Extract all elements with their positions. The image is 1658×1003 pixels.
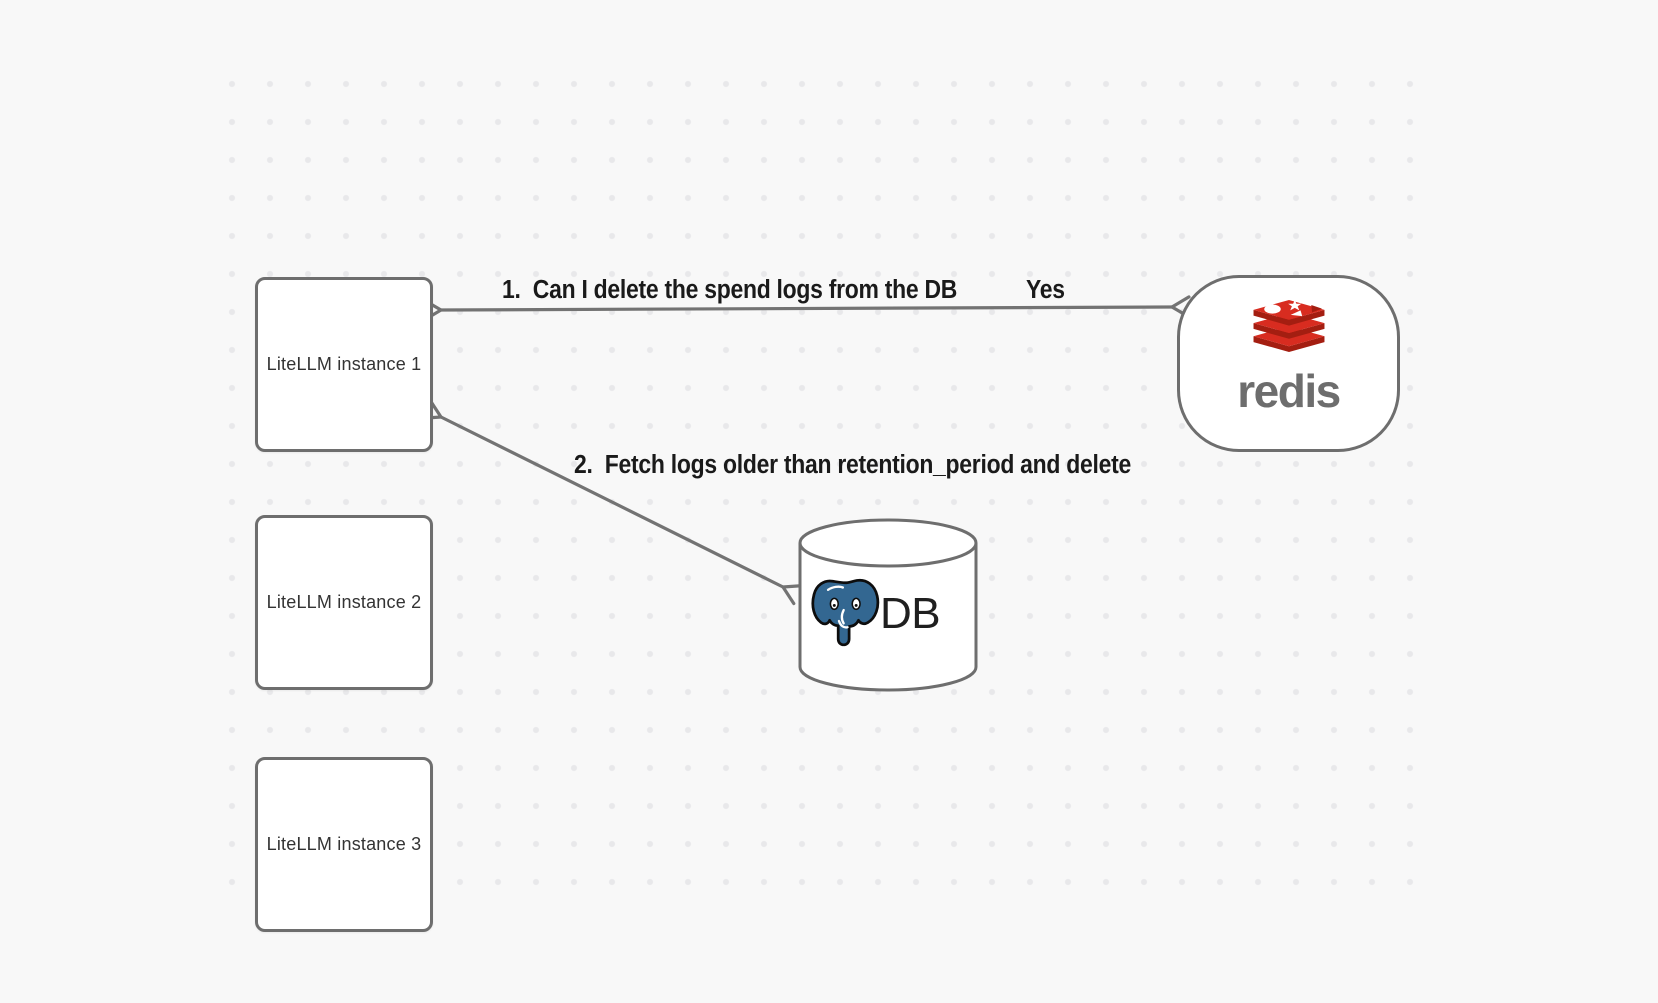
edge-1-arrow[interactable] [422, 295, 1191, 322]
litellm-instance-3-node[interactable]: LiteLLM instance 3 [255, 757, 433, 932]
redis-stack-icon [1253, 300, 1324, 352]
edge-2-label[interactable]: 2. Fetch logs older than retention_perio… [574, 451, 1131, 479]
edge-1-response-label[interactable]: Yes [1026, 276, 1065, 304]
edge-2-arrow[interactable] [419, 398, 805, 606]
redis-node[interactable]: redis [1177, 275, 1400, 452]
redis-wordmark: redis [1237, 365, 1341, 417]
litellm-instance-2-node[interactable]: LiteLLM instance 2 [255, 515, 433, 690]
litellm-instance-3-label: LiteLLM instance 3 [266, 834, 422, 854]
litellm-instance-2-label: LiteLLM instance 2 [266, 592, 422, 612]
postgresql-elephant-icon [811, 578, 880, 647]
db-label: DB [880, 589, 941, 638]
db-cylinder-shape [798, 518, 978, 692]
db-node[interactable]: DB [797, 517, 979, 695]
db-node-content: DB [807, 573, 941, 655]
edge-1-label[interactable]: 1. Can I delete the spend logs from the … [502, 276, 958, 304]
litellm-instance-1-label: LiteLLM instance 1 [266, 354, 422, 374]
litellm-instance-1-node[interactable]: LiteLLM instance 1 [255, 277, 433, 452]
